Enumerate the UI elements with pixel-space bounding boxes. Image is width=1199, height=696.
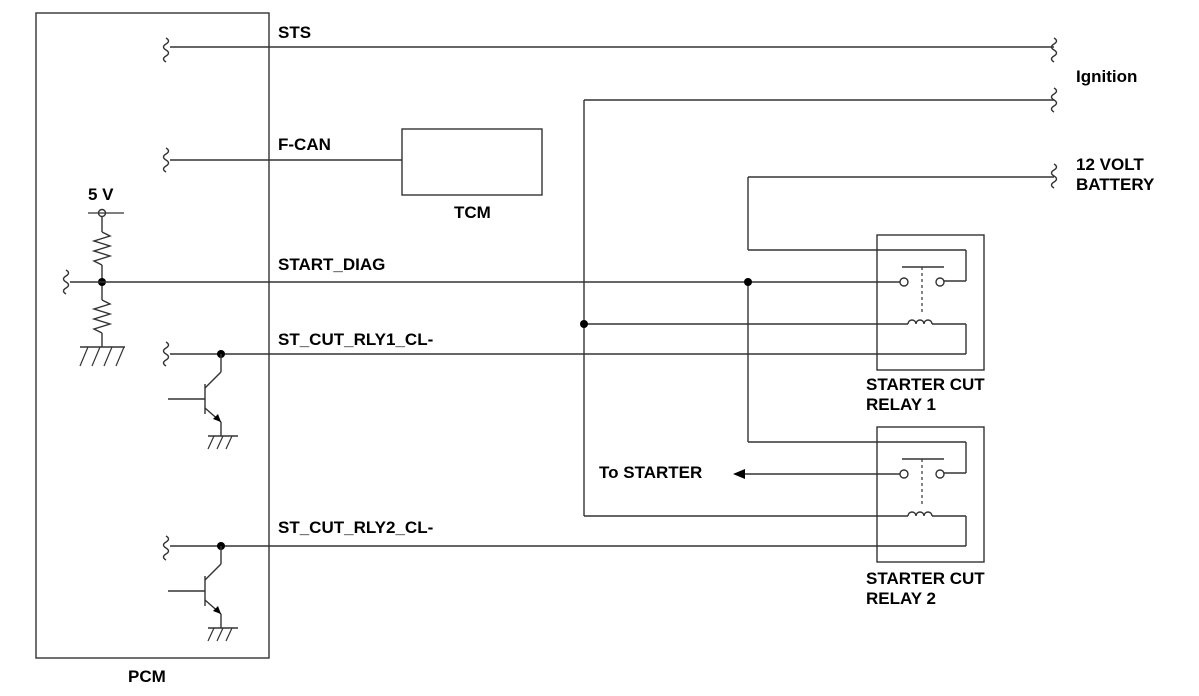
sts-label: STS — [278, 23, 311, 42]
battery-label-2: BATTERY — [1076, 175, 1155, 194]
pcm-label: PCM — [128, 667, 166, 686]
relay1-label-2: RELAY 1 — [866, 395, 936, 414]
ignition-wire — [580, 87, 1058, 517]
st-cut-rly1-label: ST_CUT_RLY1_CL- — [278, 330, 433, 349]
pullup-network — [79, 208, 125, 367]
sts-wire — [162, 37, 1058, 63]
fcan-label: F-CAN — [278, 135, 331, 154]
relay2-driver-transistor — [162, 535, 238, 642]
battery-wire — [747, 163, 1058, 282]
tcm-label: TCM — [454, 203, 491, 222]
to-starter-label: To STARTER — [599, 463, 702, 482]
st-cut-rly2-label: ST_CUT_RLY2_CL- — [278, 518, 433, 537]
tcm-box — [401, 128, 543, 196]
starter-cut-relay-1 — [230, 234, 985, 371]
fcan-wire — [162, 147, 402, 173]
start-diag-wire — [62, 269, 967, 474]
start-diag-label: START_DIAG — [278, 255, 385, 274]
ignition-label: Ignition — [1076, 67, 1137, 86]
starter-cut-relay-2 — [230, 426, 985, 563]
relay2-label-2: RELAY 2 — [866, 589, 936, 608]
relay1-driver-transistor — [162, 341, 238, 450]
battery-label-1: 12 VOLT — [1076, 155, 1144, 174]
relay2-label-1: STARTER CUT — [866, 569, 985, 588]
five-v-label: 5 V — [88, 185, 114, 204]
pcm-box — [35, 12, 270, 659]
to-starter-arrow — [733, 469, 900, 479]
relay1-label-1: STARTER CUT — [866, 375, 985, 394]
